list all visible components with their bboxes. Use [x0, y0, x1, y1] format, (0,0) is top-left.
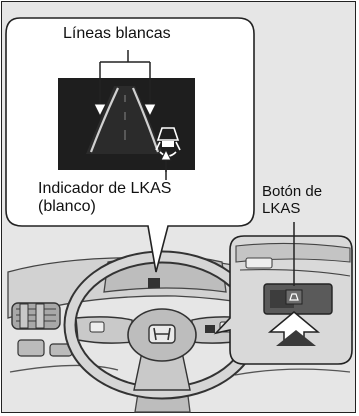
left-air-vent: [11, 302, 61, 330]
lkas-button-label-line2: LKAS: [262, 199, 301, 217]
lkas-button-label-line1: Botón de: [262, 183, 323, 200]
left-lane-line: [89, 87, 119, 153]
button-closeup: [235, 242, 351, 346]
instrument-display: [58, 78, 195, 170]
indicator-location-marker: [148, 278, 160, 288]
right-lane-line: [131, 87, 160, 153]
indicator-label-line2: (blanco): [38, 197, 96, 215]
indicator-label: Indicador de LKAS (blanco): [38, 180, 171, 216]
lkas-button-label: Botón de LKAS: [262, 183, 323, 218]
indicator-label-line1: Indicador de LKAS: [38, 180, 172, 197]
white-lines-label: Líneas blancas: [63, 25, 171, 42]
lkas-button: [285, 289, 303, 305]
lkas-button-location-marker: [205, 325, 215, 333]
lines-label-leader: [99, 50, 151, 110]
